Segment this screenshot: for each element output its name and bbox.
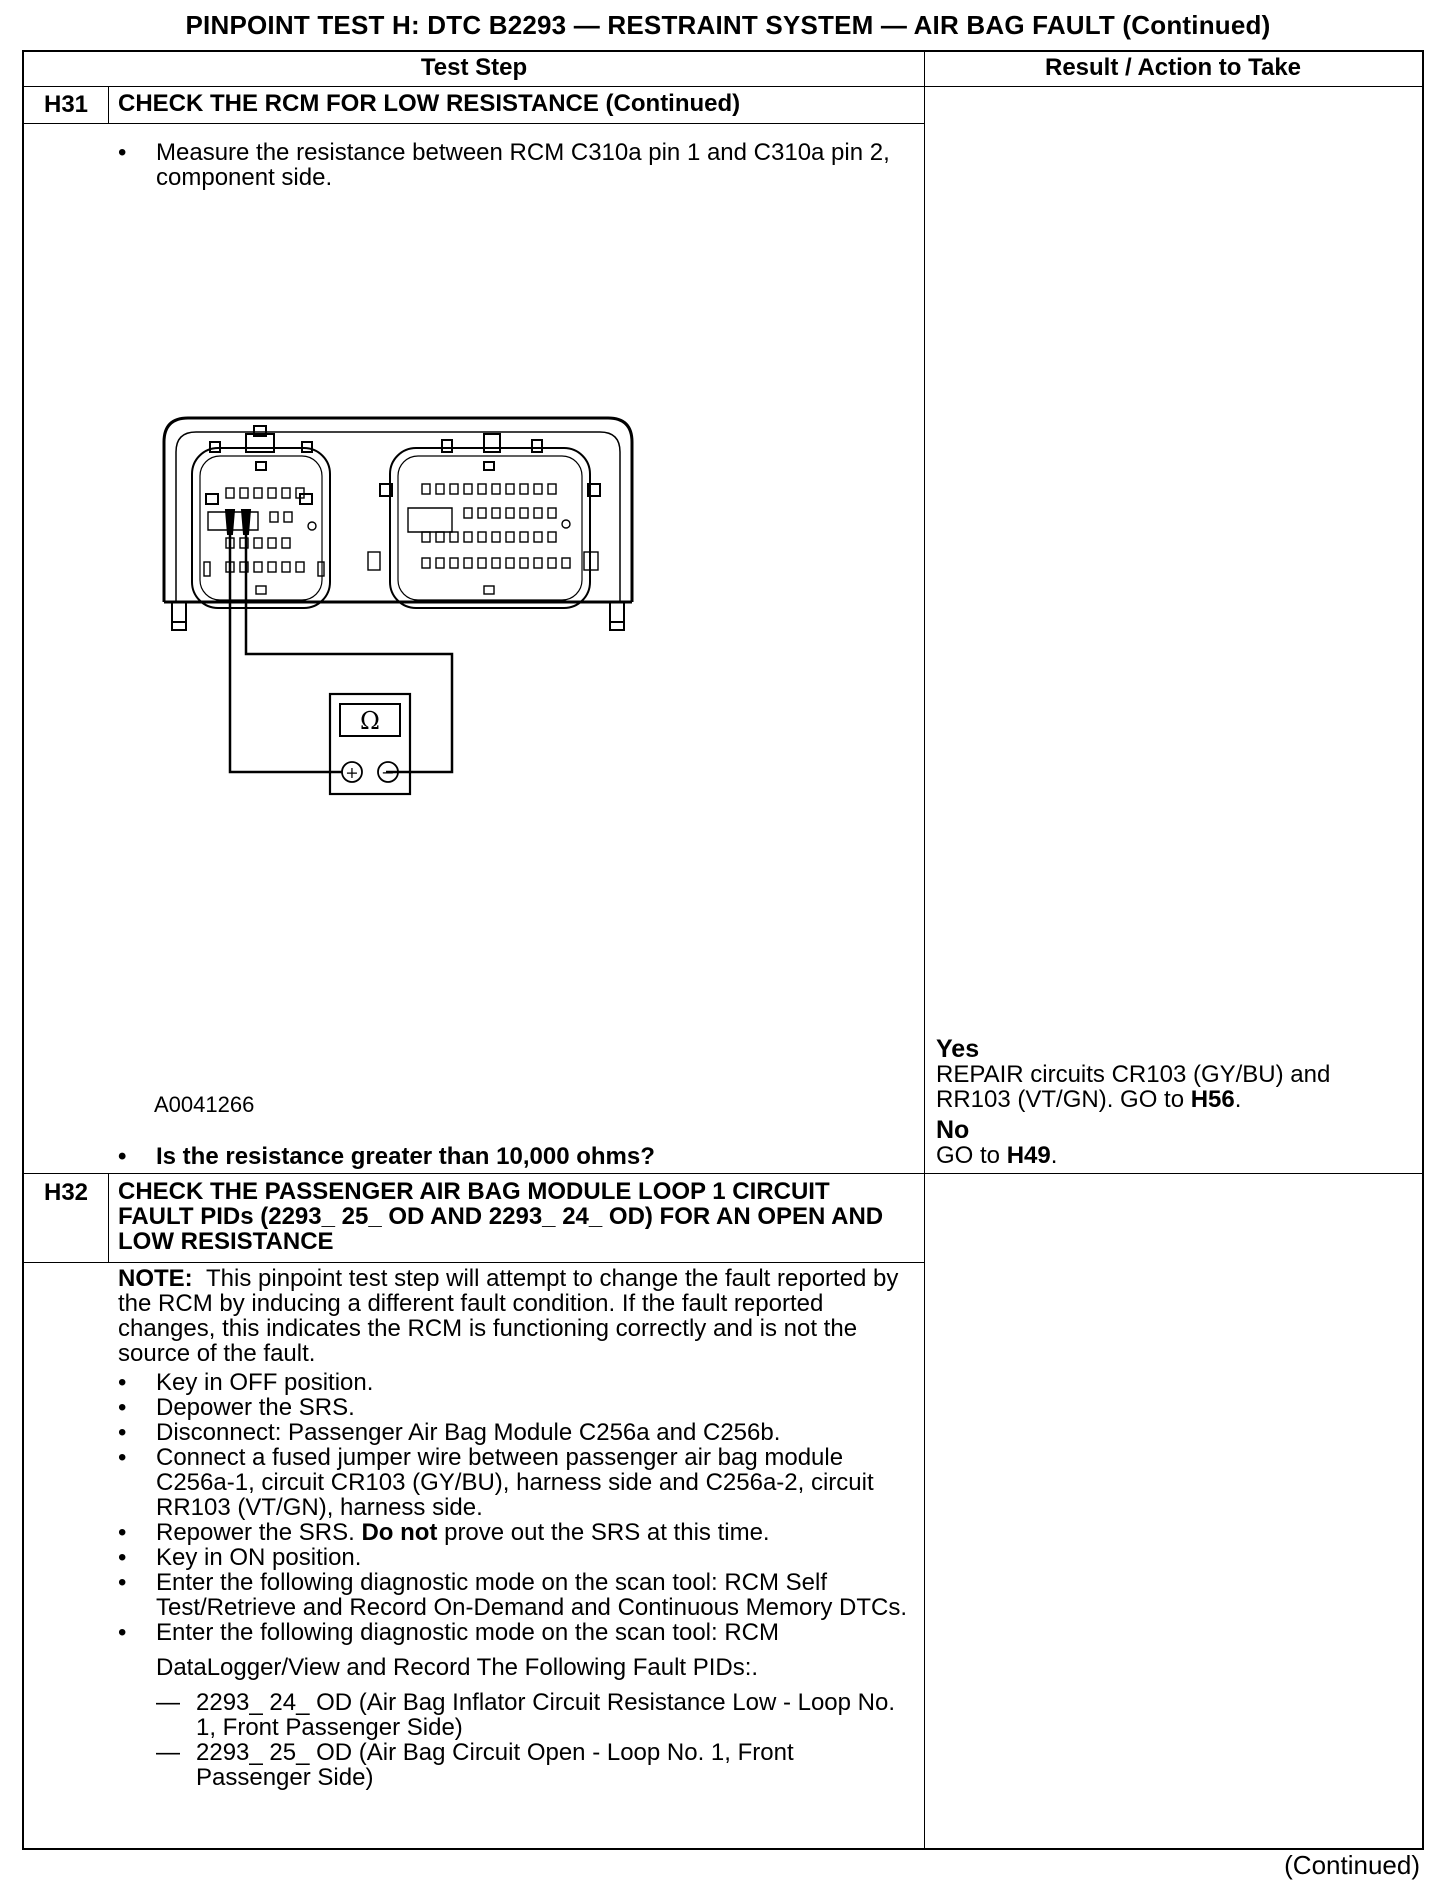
h32-bullet-8: Enter the following diagnostic mode on t… (118, 1620, 908, 1645)
repower-before: Repower the SRS. (156, 1519, 362, 1546)
step-id-h31: H31 (43, 91, 89, 118)
h32-bullet-6: Key in ON position. (118, 1545, 908, 1570)
h31-results: Yes REPAIR circuits CR103 (GY/BU) and RR… (936, 1035, 1396, 1169)
h32-instructions: NOTE: This pinpoint test step will attem… (118, 1266, 908, 1790)
repower-bold: Do not (361, 1519, 438, 1546)
h31-title-rule (24, 123, 924, 124)
result-yes-end: . (1234, 1086, 1242, 1113)
h32-continued-line: DataLogger/View and Record The Following… (156, 1654, 759, 1681)
h32-note: NOTE: This pinpoint test step will attem… (118, 1266, 908, 1366)
h32-bullet-3: Disconnect: Passenger Air Bag Module C25… (118, 1420, 908, 1445)
page-title: PINPOINT TEST H: DTC B2293 — RESTRAINT S… (185, 10, 1271, 40)
h32-bullet-4: Connect a fused jumper wire between pass… (118, 1445, 908, 1520)
h32-title-rule (24, 1262, 924, 1263)
h31-bullet: Measure the resistance between RCM C310a… (118, 140, 898, 190)
result-yes-goto: H56 (1190, 1086, 1235, 1113)
procedure-table: Test Step Result / Action to Take H31 CH… (22, 50, 1424, 1850)
result-yes-label: Yes (936, 1035, 980, 1063)
result-no-action: GO to H49. (936, 1143, 1396, 1168)
result-no-goto: H49 (1006, 1142, 1051, 1169)
note-text: This pinpoint test step will attempt to … (118, 1265, 899, 1367)
pid-item-1: 2293_ 24_ OD (Air Bag Inflator Circuit R… (156, 1690, 908, 1740)
rcm-connector-diagram: Ω + − (162, 416, 634, 796)
h32-bullet-7: Enter the following diagnostic mode on t… (118, 1570, 908, 1620)
result-yes-text: REPAIR circuits CR103 (GY/BU) and RR103 … (936, 1061, 1331, 1113)
pid-item-2: 2293_ 25_ OD (Air Bag Circuit Open - Loo… (156, 1740, 908, 1790)
step-id-h32: H32 (43, 1179, 89, 1206)
h32-bullet-2: Depower the SRS. (118, 1395, 908, 1420)
h31-question-text: Is the resistance greater than 10,000 oh… (118, 1144, 898, 1169)
repower-after: prove out the SRS at this time. (437, 1519, 770, 1546)
step-title-h31: CHECK THE RCM FOR LOW RESISTANCE (Contin… (118, 90, 741, 117)
column-header-result: Result / Action to Take (1044, 54, 1302, 81)
h32-bullet-1: Key in OFF position. (118, 1370, 908, 1395)
h31-id-divider (108, 86, 109, 123)
meter-minus-terminal: − (381, 763, 394, 782)
result-yes-action: REPAIR circuits CR103 (GY/BU) and RR103 … (936, 1062, 1396, 1112)
header-rule (24, 86, 1422, 87)
figure-id: A0041266 (154, 1092, 255, 1117)
result-no-text: GO to (936, 1142, 1007, 1169)
column-divider (924, 52, 925, 1850)
ohm-symbol: Ω (360, 707, 380, 735)
h31-instructions: Measure the resistance between RCM C310a… (118, 140, 898, 190)
note-label: NOTE: (118, 1265, 193, 1292)
result-no-label: No (936, 1116, 970, 1144)
meter-plus-terminal: + (345, 763, 358, 782)
result-no-end: . (1050, 1142, 1058, 1169)
continued-footer: (Continued) (1284, 1850, 1420, 1880)
column-header-test-step: Test Step (420, 54, 528, 81)
h32-bullet-5: Repower the SRS. Do not prove out the SR… (118, 1520, 908, 1545)
h31-h32-rule (24, 1173, 1422, 1174)
step-title-h32: CHECK THE PASSENGER AIR BAG MODULE LOOP … (118, 1178, 884, 1255)
h31-question: Is the resistance greater than 10,000 oh… (118, 1144, 898, 1169)
h32-id-divider (108, 1173, 109, 1262)
